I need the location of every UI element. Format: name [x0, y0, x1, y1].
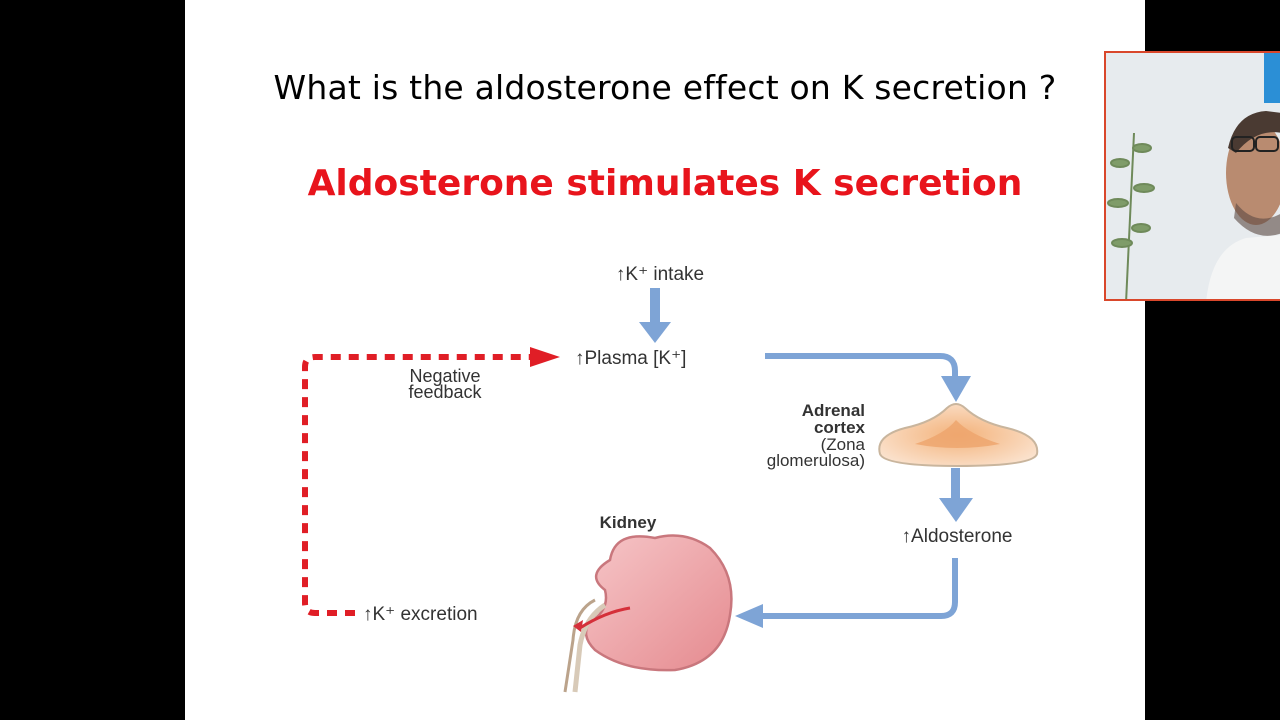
aldosterone-to-kidney-arrow [735, 558, 958, 628]
plasma-to-adrenal-arrow [765, 353, 971, 402]
kidney-label: Kidney [600, 513, 657, 532]
presentation-slide: What is the aldosterone effect on K secr… [185, 0, 1145, 720]
slide-question-title: What is the aldosterone effect on K secr… [273, 68, 1057, 107]
aldosterone-feedback-diagram: ↑K⁺ intake ↑Plasma [K⁺] Negative feedbac… [302, 264, 1039, 693]
adrenal-label-line1: Adrenal [802, 401, 865, 420]
presenter-video-frame [1106, 53, 1280, 299]
kidney-illustration [563, 534, 733, 693]
slide-answer-heading: Aldosterone stimulates K secretion [307, 163, 1023, 204]
adrenal-label-line4: glomerulosa) [767, 451, 865, 470]
presenter-figure [1206, 111, 1280, 299]
adrenal-label-line2: cortex [814, 418, 866, 437]
plasma-k-label: ↑Plasma [K⁺] [575, 348, 686, 369]
adrenal-to-aldosterone-arrow [939, 468, 973, 522]
adrenal-label-line3: (Zona [821, 435, 866, 454]
aldosterone-label: ↑Aldosterone [902, 526, 1013, 547]
negative-feedback-label-line1: Negative [409, 366, 480, 386]
negative-feedback-loop [302, 347, 560, 616]
background-blue-object [1264, 53, 1280, 103]
plant-decor [1107, 132, 1155, 299]
negative-feedback-label-line2: feedback [408, 382, 482, 402]
intake-to-plasma-arrow [639, 288, 671, 343]
k-intake-label: ↑K⁺ intake [616, 264, 704, 285]
presenter-webcam-overlay [1104, 51, 1280, 301]
k-excretion-label: ↑K⁺ excretion [363, 604, 478, 625]
adrenal-gland-illustration [878, 403, 1039, 468]
